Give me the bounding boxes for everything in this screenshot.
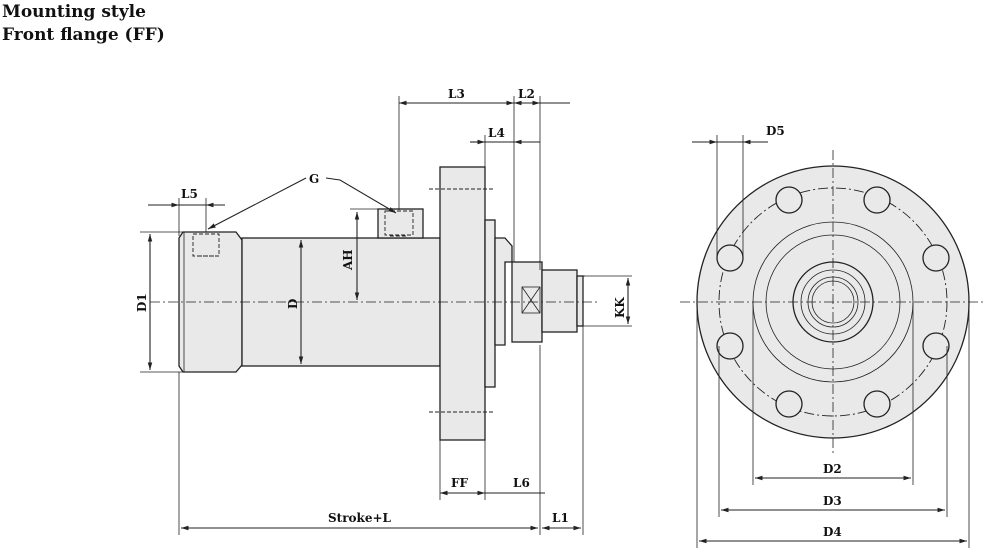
label-d3: D3 [823,494,842,508]
front-view-dimensions [692,135,970,548]
label-g: G [309,172,319,186]
bolt-holes [716,186,950,418]
title-front-flange: Front flange (FF) [2,25,165,45]
title-mounting-style: Mounting style [2,2,146,22]
label-ah: AH [341,249,355,271]
label-d1: D1 [135,293,149,312]
front-step [494,237,513,346]
label-ff: FF [451,476,469,490]
side-view [150,166,600,441]
front-flange [439,166,486,441]
label-d2: D2 [823,462,842,476]
label-stroke-l: Stroke+L [328,511,392,525]
label-l3: L3 [448,87,465,101]
label-d4: D4 [823,525,842,539]
label-d5: D5 [766,124,785,138]
label-l4: L4 [488,126,505,140]
piston-rod [541,269,578,333]
front-head [484,219,496,388]
label-l1: L1 [552,511,569,525]
port-boss [377,208,424,239]
label-l2: L2 [518,87,535,101]
front-view [680,150,985,455]
label-kk: KK [613,297,627,318]
label-l5: L5 [181,187,198,201]
side-view-dimensions [140,96,632,535]
label-l6: L6 [513,476,530,490]
label-d: D [286,299,300,309]
